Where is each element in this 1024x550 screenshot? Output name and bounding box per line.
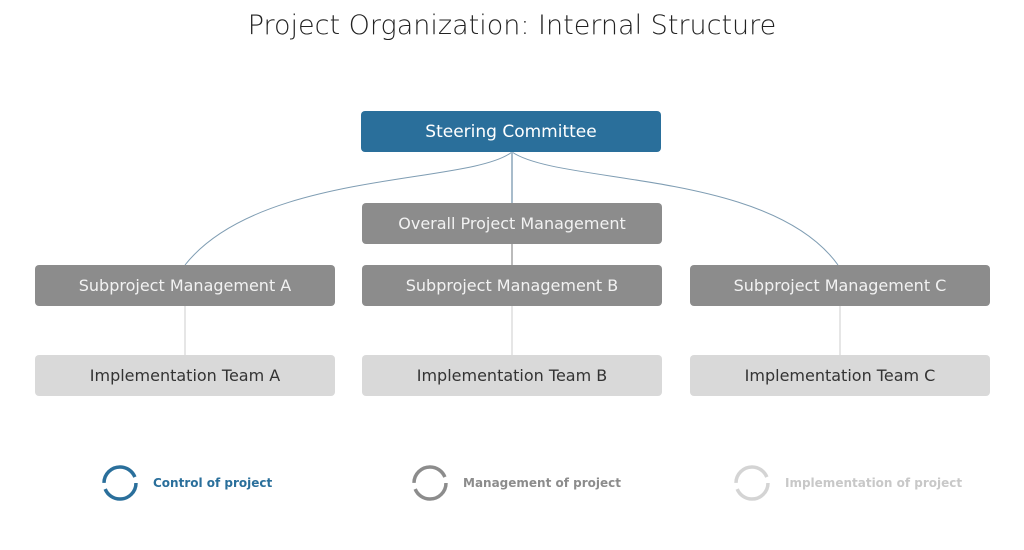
- node-subproject-management-c: Subproject Management C: [690, 265, 990, 306]
- legend-item-control: Control of project: [101, 464, 272, 502]
- legend-label: Management of project: [463, 476, 622, 490]
- ring-icon: [102, 465, 138, 501]
- connector-steering-sub-c: [511, 151, 839, 266]
- node-implementation-team-c: Implementation Team C: [690, 355, 990, 396]
- legend-item-implementation: Implementation of project: [733, 464, 962, 502]
- legend-label: Implementation of project: [785, 476, 963, 490]
- ring-icon: [412, 465, 448, 501]
- legend-item-management: Management of project: [411, 464, 621, 502]
- connector-steering-sub-a: [184, 151, 513, 266]
- node-subproject-management-a: Subproject Management A: [35, 265, 335, 306]
- ring-icon: [734, 465, 770, 501]
- node-implementation-team-a: Implementation Team A: [35, 355, 335, 396]
- legend-label: Control of project: [153, 476, 273, 490]
- node-steering-committee: Steering Committee: [361, 111, 661, 152]
- node-overall-project-management: Overall Project Management: [362, 203, 662, 244]
- node-subproject-management-b: Subproject Management B: [362, 265, 662, 306]
- node-implementation-team-b: Implementation Team B: [362, 355, 662, 396]
- page-title: Project Organization: Internal Structure: [247, 10, 777, 41]
